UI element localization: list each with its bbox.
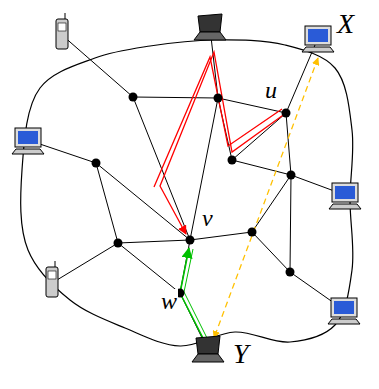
keyboard xyxy=(12,149,44,154)
laptop-base xyxy=(192,354,224,362)
phone-antenna xyxy=(65,13,66,19)
device-icon xyxy=(194,14,226,40)
network-link xyxy=(133,97,218,98)
router-dot xyxy=(92,159,101,168)
router-dot xyxy=(129,93,138,102)
router-dot xyxy=(287,171,296,180)
monitor xyxy=(331,298,357,317)
phone-screen xyxy=(58,23,66,31)
node-label: v xyxy=(201,206,214,230)
network-link xyxy=(118,243,180,293)
node-label: u xyxy=(264,78,278,102)
monitor xyxy=(15,128,41,147)
network-cloud xyxy=(21,40,353,346)
route-path xyxy=(154,57,282,187)
node-label: w xyxy=(160,289,178,313)
keyboard xyxy=(302,47,334,52)
laptop-screen xyxy=(196,336,220,354)
device-icon xyxy=(12,128,44,154)
network-link xyxy=(252,232,290,272)
device-icon xyxy=(329,183,361,209)
keyboard xyxy=(329,204,361,209)
network-link xyxy=(190,232,252,240)
device-icon xyxy=(46,261,58,297)
screen xyxy=(18,131,38,144)
network-link xyxy=(96,163,190,240)
network-link xyxy=(118,240,190,243)
laptop-base xyxy=(194,32,226,40)
phone-body xyxy=(56,19,68,49)
route-path xyxy=(160,52,286,234)
laptop-screen xyxy=(198,14,222,32)
device-icon xyxy=(192,336,224,362)
screen xyxy=(308,29,328,42)
phone-antenna xyxy=(55,261,56,267)
network-link xyxy=(190,98,218,240)
phone-body xyxy=(46,267,58,297)
node-label: X xyxy=(336,10,355,38)
device-icon xyxy=(328,298,360,324)
network-link xyxy=(290,175,291,272)
access-link xyxy=(52,243,118,283)
screen xyxy=(335,186,355,199)
router-dot xyxy=(286,268,295,277)
monitor xyxy=(332,183,358,202)
network-link xyxy=(96,163,118,243)
phone-screen xyxy=(48,271,56,279)
network-link xyxy=(232,160,291,175)
screen xyxy=(334,301,354,314)
node-label: Y xyxy=(232,340,250,368)
router-dot xyxy=(228,156,237,165)
router-dot xyxy=(114,239,123,248)
route-path xyxy=(184,249,208,340)
monitor xyxy=(305,26,331,45)
router-dot xyxy=(282,109,291,118)
router-dot xyxy=(214,94,223,103)
device-icon xyxy=(56,13,68,49)
device-icon xyxy=(302,26,334,52)
router-dot xyxy=(248,228,257,237)
network-link xyxy=(232,113,286,160)
keyboard xyxy=(328,319,360,324)
direct-path xyxy=(214,58,318,338)
router-dot xyxy=(186,236,195,245)
access-link xyxy=(62,35,133,97)
